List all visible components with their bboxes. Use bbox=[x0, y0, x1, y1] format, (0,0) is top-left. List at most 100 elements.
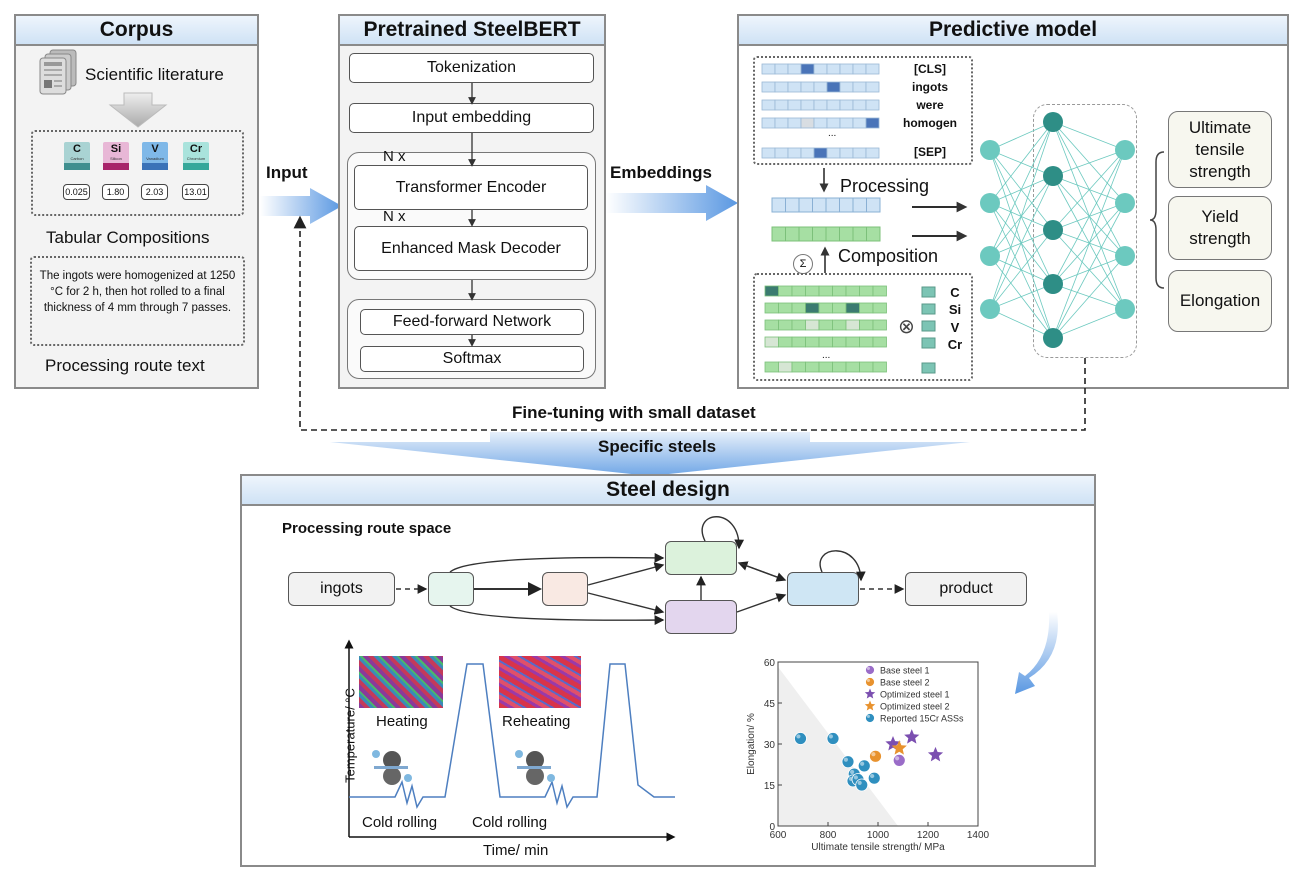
cold-rolling-label-2: Cold rolling bbox=[472, 814, 548, 831]
network-edge bbox=[1052, 121, 1126, 204]
network-edge bbox=[989, 255, 1054, 339]
data-point-highlight bbox=[857, 780, 862, 785]
network-edge bbox=[1052, 149, 1126, 285]
input-label: Input bbox=[266, 163, 308, 182]
transformer-encoder-block: Transformer Encoder bbox=[354, 165, 588, 210]
legend-marker bbox=[865, 677, 875, 687]
token-embedding-rows bbox=[761, 63, 880, 159]
output-neuron bbox=[1115, 299, 1135, 319]
token-embedding-cell bbox=[865, 117, 880, 129]
route-text: The ingots were homogenized at 1250 °C f… bbox=[39, 270, 236, 314]
temperature-axis-label: Temperature/ °C bbox=[342, 688, 358, 783]
composition-weight-cell bbox=[921, 320, 936, 332]
data-point bbox=[857, 759, 871, 773]
composition-weight-cell bbox=[921, 286, 936, 298]
x-tick-label: 1400 bbox=[967, 830, 990, 841]
tokenization-block: Tokenization bbox=[349, 53, 594, 83]
network-edge bbox=[989, 175, 1054, 310]
element-name: Carbon bbox=[70, 156, 84, 161]
ingots-node: ingots bbox=[288, 572, 395, 606]
output-ultimate-tensile-strength: Ultimate tensile strength bbox=[1168, 111, 1272, 188]
legend-label: Base steel 2 bbox=[880, 678, 930, 688]
fine-tuning-feedback-path bbox=[293, 215, 1086, 431]
legend-marker-highlight bbox=[866, 666, 870, 670]
processing-vector bbox=[771, 197, 881, 213]
element-value: 1.80 bbox=[102, 184, 129, 200]
network-edge bbox=[989, 121, 1054, 204]
comp-element-label: Si bbox=[948, 302, 962, 317]
network-edge bbox=[989, 202, 1054, 285]
enhanced-mask-decoder-block: Enhanced Mask Decoder bbox=[354, 226, 588, 271]
network-edge bbox=[989, 202, 1054, 339]
neural-network bbox=[980, 112, 1135, 348]
x-tick-label: 1200 bbox=[917, 830, 940, 841]
steel-design-title: Steel design bbox=[242, 476, 1094, 506]
comp-element-label: V bbox=[950, 320, 960, 335]
specific-steels-label: Specific steels bbox=[598, 437, 717, 456]
rolling-mill-icon bbox=[372, 750, 412, 785]
token-label: [CLS] bbox=[914, 62, 946, 76]
legend-marker bbox=[865, 713, 875, 723]
output-brace-icon bbox=[1149, 151, 1165, 289]
token-label: were bbox=[916, 98, 944, 112]
element-symbol: V bbox=[151, 143, 159, 155]
legend-marker bbox=[865, 665, 875, 675]
x-tick-label: 1000 bbox=[867, 830, 890, 841]
network-edge bbox=[989, 308, 1054, 339]
data-point-highlight bbox=[843, 757, 848, 762]
route-node-3 bbox=[665, 541, 737, 575]
data-point bbox=[841, 755, 855, 769]
input-neuron bbox=[980, 193, 1000, 213]
processing-label: Processing bbox=[840, 176, 930, 196]
token-embedding-cell bbox=[865, 63, 880, 75]
y-tick-label: 15 bbox=[764, 781, 776, 792]
network-edge bbox=[1052, 175, 1126, 257]
network-edge bbox=[989, 283, 1054, 310]
legend-label: Optimized steel 2 bbox=[880, 702, 950, 712]
cold-rolling-label-1: Cold rolling bbox=[362, 814, 438, 831]
composition-weight-cell bbox=[921, 337, 936, 349]
legend-marker-highlight bbox=[866, 714, 870, 718]
network-edge bbox=[1052, 175, 1126, 310]
reheating-microstructure-image bbox=[499, 656, 581, 708]
token-embedding-cell bbox=[865, 81, 880, 93]
route-node-4 bbox=[665, 600, 737, 634]
output-neuron bbox=[1115, 246, 1135, 266]
y-axis-label: Elongation/ % bbox=[746, 713, 757, 775]
data-point-highlight bbox=[796, 734, 801, 739]
token-ellipsis: ... bbox=[828, 128, 837, 139]
repeat-label-2: N x bbox=[383, 208, 406, 225]
predictive-title: Predictive model bbox=[739, 16, 1287, 46]
element-symbol: Si bbox=[110, 143, 122, 155]
network-edge bbox=[1052, 149, 1126, 177]
composition-embedding-cell bbox=[872, 336, 887, 348]
network-edge bbox=[989, 121, 1054, 151]
input-neuron bbox=[980, 140, 1000, 160]
data-point bbox=[794, 732, 807, 745]
data-point bbox=[855, 778, 869, 792]
data-point bbox=[892, 754, 906, 767]
vector-to-network-arrows bbox=[912, 201, 968, 242]
network-edge bbox=[1052, 308, 1126, 339]
network-edge bbox=[1052, 121, 1126, 151]
composition-weight-cell bbox=[921, 362, 936, 374]
network-edge bbox=[989, 229, 1054, 310]
hidden-layer-frame bbox=[1033, 104, 1137, 358]
y-tick-label: 45 bbox=[764, 699, 776, 710]
element-number-band bbox=[142, 163, 168, 170]
corpus-title: Corpus bbox=[16, 16, 257, 46]
legend-label: Base steel 1 bbox=[880, 666, 930, 676]
data-point-highlight bbox=[871, 752, 876, 757]
token-label: ingots bbox=[912, 80, 948, 94]
heating-label: Heating bbox=[376, 713, 428, 730]
legend-marker-highlight bbox=[866, 678, 870, 682]
comp-element-label: Cr bbox=[947, 337, 963, 352]
y-tick-label: 30 bbox=[764, 740, 776, 751]
route-label: Processing route text bbox=[45, 356, 205, 375]
data-point-highlight bbox=[853, 775, 858, 780]
data-point bbox=[867, 771, 881, 785]
data-point bbox=[826, 732, 840, 745]
composition-embedding-cell bbox=[872, 285, 887, 297]
composition-up-arrow bbox=[820, 246, 830, 273]
